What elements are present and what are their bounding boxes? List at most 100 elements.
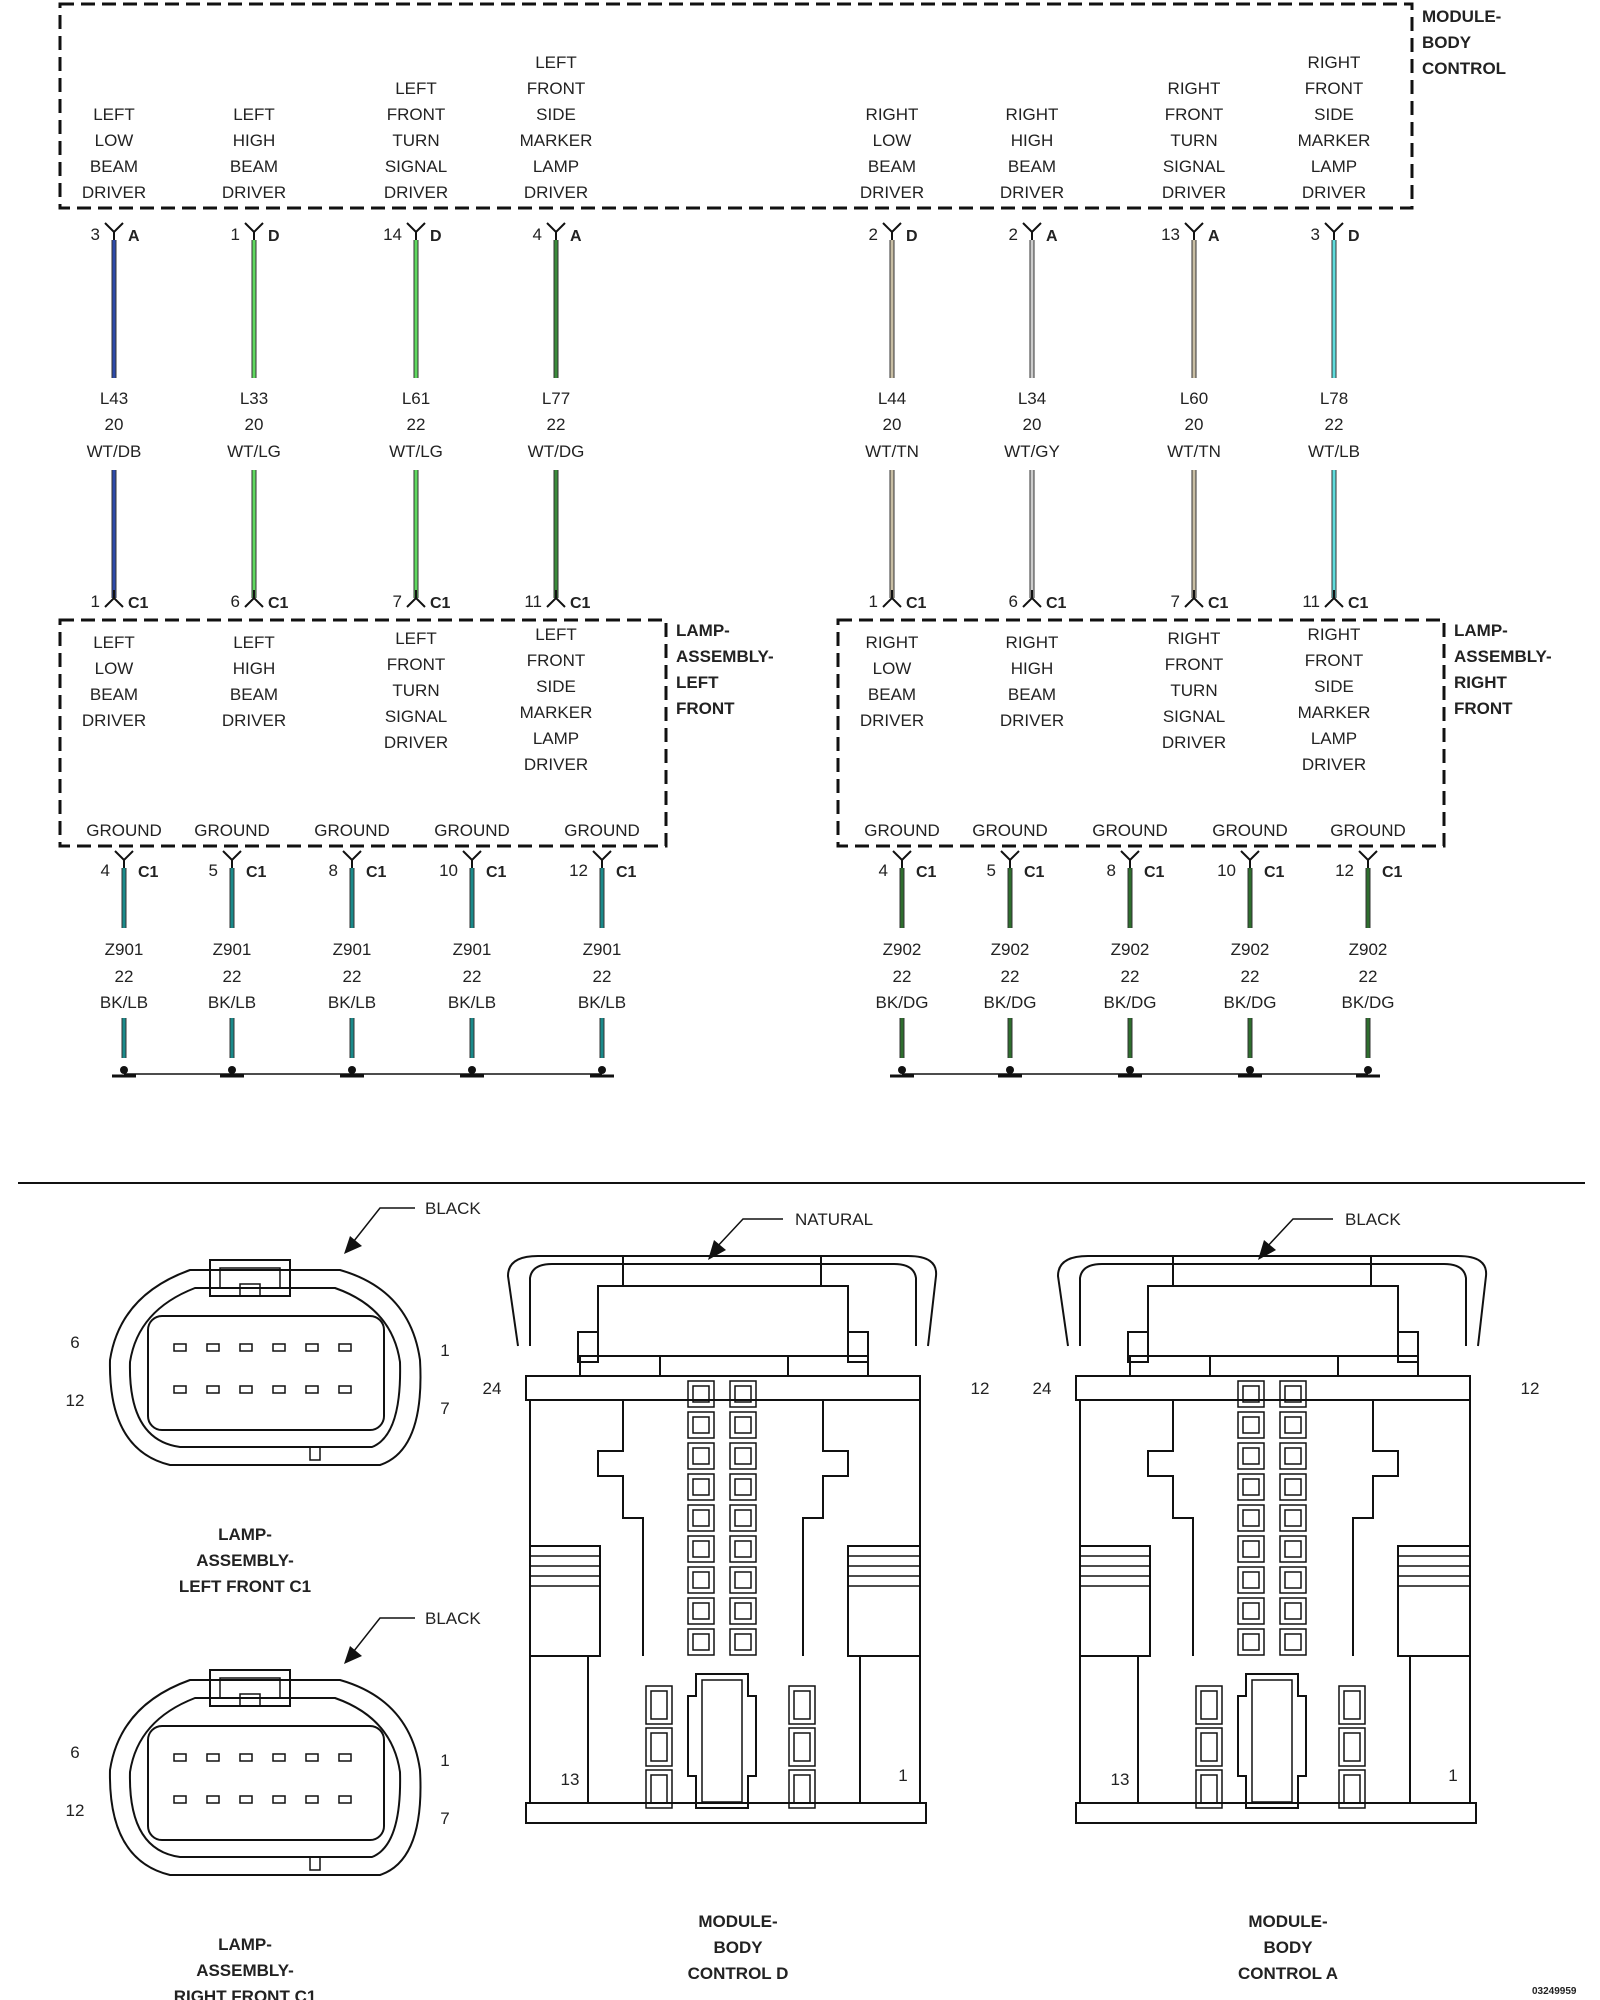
splice-dot-icon [1006, 1066, 1014, 1074]
bcm-connector-id: A [570, 228, 582, 245]
splice-dot-icon [598, 1066, 606, 1074]
ground-pin-number: 5 [209, 861, 218, 880]
wire-circuit-id: L43 [100, 389, 128, 408]
wire-color-code: BK/DG [1104, 993, 1157, 1012]
bcm-pin-label: TURN [1170, 131, 1217, 150]
pin-number: 6 [70, 1743, 79, 1762]
connector-fork-icon [546, 222, 566, 240]
bcm-module-box [58, 2, 1414, 210]
lamp-pin-label: DRIVER [1000, 711, 1064, 730]
wire-gauge: 22 [343, 967, 362, 986]
lamp-pin-label: LEFT [395, 629, 437, 648]
splice-dot-icon [348, 1066, 356, 1074]
bcm-pin-label: LEFT [93, 105, 135, 124]
bcm-pin-label: DRIVER [82, 183, 146, 202]
bcm-pin-label: DRIVER [1000, 183, 1064, 202]
bcm-pin-label: LEFT [535, 53, 577, 72]
bcm-pin-label: FRONT [1305, 79, 1364, 98]
bcm-pin-label: FRONT [387, 105, 446, 124]
bcm-pin-label: TURN [392, 131, 439, 150]
ground-pin-number: 4 [879, 861, 888, 880]
wire-gauge: 20 [1185, 415, 1204, 434]
wire-color-code: WT/DG [528, 442, 585, 461]
bcm-pin-label: HIGH [233, 131, 276, 150]
pin-number: 24 [1033, 1379, 1052, 1398]
lamp-pin-number: 7 [393, 592, 402, 611]
wire-color-code: BK/DG [1342, 993, 1395, 1012]
bcm-pin-label: HIGH [1011, 131, 1054, 150]
lamp-pin-label: BEAM [1008, 685, 1056, 704]
lamp-pin-label: RIGHT [1308, 625, 1361, 644]
ground-connector-id: C1 [246, 864, 267, 881]
splice-dot-icon [1126, 1066, 1134, 1074]
connector-fork-icon [1240, 850, 1260, 868]
lamp-pin-label: HIGH [1011, 659, 1054, 678]
wire-gauge: 22 [1241, 967, 1260, 986]
connector-fork-icon [462, 850, 482, 868]
lamp-pin-label: LAMP [1311, 729, 1357, 748]
pin-number: 13 [1111, 1770, 1130, 1789]
bcm-pin-number: 3 [91, 225, 100, 244]
lamp-pin-label: TURN [392, 681, 439, 700]
bcm-pin-label: LEFT [395, 79, 437, 98]
ground-pin-number: 4 [101, 861, 110, 880]
connector-fork-icon [1022, 590, 1042, 608]
pin-number: 7 [440, 1399, 449, 1418]
bcm-pin-number: 2 [869, 225, 878, 244]
connector-caption: CONTROL A [1238, 1964, 1338, 1983]
lamp-pin-label: MARKER [520, 703, 593, 722]
pointer-arrow-icon [344, 1646, 362, 1664]
bcm-pin-label: DRIVER [1302, 183, 1366, 202]
bcm-pin-label: MARKER [1298, 131, 1371, 150]
bcm-pin-number: 14 [383, 225, 402, 244]
lamp-pin-number: 7 [1171, 592, 1180, 611]
pin-number: 1 [440, 1341, 449, 1360]
wire-gauge: 22 [1325, 415, 1344, 434]
lamp-connector-id: C1 [128, 595, 149, 612]
bcm-pin-label: BEAM [230, 157, 278, 176]
bcm-pin-label: RIGHT [1006, 105, 1059, 124]
lamp-pin-label: DRIVER [222, 711, 286, 730]
connector-caption: ASSEMBLY- [196, 1961, 294, 1980]
ground-label: GROUND [434, 821, 510, 840]
ground-connector-id: C1 [366, 864, 387, 881]
wire-gauge: 20 [883, 415, 902, 434]
connector-fork-icon [222, 850, 242, 868]
lamp-pin-label: DRIVER [860, 711, 924, 730]
wire-color-code: WT/TN [865, 442, 919, 461]
module-title-line: ASSEMBLY- [676, 647, 774, 666]
wire-circuit-id: Z902 [1349, 940, 1388, 959]
lamp-pin-label: LAMP [533, 729, 579, 748]
bcm-pin-label: LOW [873, 131, 912, 150]
connector-fork-icon [1324, 590, 1344, 608]
connector-fork-icon [882, 590, 902, 608]
connector-fork-icon [1184, 590, 1204, 608]
ground-label: GROUND [314, 821, 390, 840]
lamp-pin-number: 6 [1009, 592, 1018, 611]
lamp-pin-label: HIGH [233, 659, 276, 678]
wire-circuit-id: Z901 [333, 940, 372, 959]
splice-dot-icon [1246, 1066, 1254, 1074]
connector-fork-icon [104, 222, 124, 240]
lamp-pin-label: SIDE [536, 677, 576, 696]
connector-caption: LAMP- [218, 1525, 272, 1544]
connector-fork-icon [1184, 222, 1204, 240]
wire-gauge: 22 [223, 967, 242, 986]
ground-label: GROUND [864, 821, 940, 840]
wire-gauge: 22 [115, 967, 134, 986]
wire-color-code: BK/DG [984, 993, 1037, 1012]
bcm-pin-label: SIDE [536, 105, 576, 124]
left-lamp-module-box [58, 618, 668, 848]
